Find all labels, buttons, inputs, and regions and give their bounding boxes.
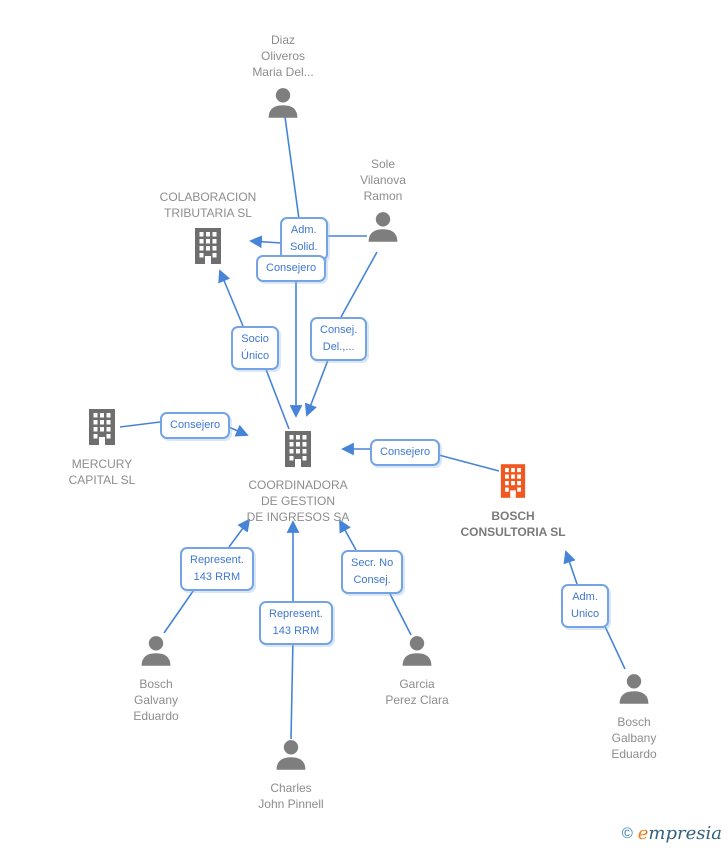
edge-label-consejero-left[interactable]: Consejero [160,412,231,439]
node-label: BOSCH CONSULTORIA SL [460,509,566,539]
edge-galvany-to-represent [163,583,199,634]
edge-galbany-to-admunico [601,619,626,670]
node-label: Sole Vilanova Ramon [360,157,406,203]
edge-secr-to-coordinadora [339,519,357,551]
building-icon [499,464,527,503]
edge-diaz-to-consejero [284,116,300,220]
node-label: Bosch Galvany Eduardo [133,677,179,723]
node-coordinadora-gestion[interactable]: COORDINADORA DE GESTION DE INGRESOS SA [223,431,373,525]
edge-bosch-to-consejero [434,453,500,472]
edge-mercury-to-consejero [119,421,161,428]
edge-admunico-to-bosch [563,550,578,585]
empresia-watermark[interactable]: © empresia [622,823,722,844]
edge-label-adm-unico[interactable]: Adm. Unico [561,584,610,628]
edge-admsolid-to-colaboracion [249,235,282,249]
node-charles-pinnell[interactable]: Charles John Pinnell [221,739,361,812]
person-icon [265,87,301,123]
edge-represent-to-coordinadora [228,518,251,548]
edge-label-socio-unico[interactable]: Socio Único [231,326,280,370]
node-sole-vilanova[interactable]: Sole Vilanova Ramon [328,156,438,247]
edge-label-represent-center[interactable]: Represent. 143 RRM [259,601,333,645]
node-garcia-perez[interactable]: Garcia Perez Clara [352,635,482,708]
building-icon [87,408,117,451]
node-label: Garcia Perez Clara [385,677,449,707]
node-mercury-capital[interactable]: MERCURY CAPITAL SL [37,408,167,488]
person-icon [399,635,435,671]
node-label: MERCURY CAPITAL SL [68,457,136,487]
edge-sociounico-to-colaboracion [218,269,244,327]
node-label: Diaz Oliveros Maria Del... [252,33,314,79]
edge-consejdel-to-coordinadora [304,351,332,417]
node-label: COLABORACION TRIBUTARIA SL [159,190,257,220]
edge-label-consej-del[interactable]: Consej. Del.,... [310,317,368,361]
person-icon [365,211,401,247]
edge-sole-to-consejdel [340,251,378,318]
node-bosch-consultoria[interactable]: BOSCH CONSULTORIA SL [438,464,588,540]
node-label: Charles John Pinnell [258,781,324,811]
edge-garcia-to-secr [385,585,412,636]
person-icon [273,739,309,775]
edge-label-secr-no-consej[interactable]: Secr. No Consej. [341,550,404,594]
edge-label-consejero-top[interactable]: Consejero [256,255,327,282]
brand-text: empresia [637,823,722,844]
edge-charles-to-represent [290,638,294,740]
person-icon [616,673,652,709]
node-diaz-oliveros[interactable]: Diaz Oliveros Maria Del... [218,32,348,123]
edge-coordinadora-to-sociounico [261,358,290,430]
node-bosch-galbany[interactable]: Bosch Galbany Eduardo [574,673,694,762]
node-colaboracion-tributaria[interactable]: COLABORACION TRIBUTARIA SL [133,189,283,269]
edge-label-consejero-right[interactable]: Consejero [370,439,441,466]
node-label: COORDINADORA DE GESTION DE INGRESOS SA [246,478,350,524]
node-label: Bosch Galbany Eduardo [611,715,657,761]
copyright-icon: © [621,825,633,842]
person-icon [138,635,174,671]
node-bosch-galvany[interactable]: Bosch Galvany Eduardo [96,635,216,724]
building-icon [193,228,223,269]
building-icon [283,431,313,472]
edge-label-represent-left[interactable]: Represent. 143 RRM [180,547,254,591]
